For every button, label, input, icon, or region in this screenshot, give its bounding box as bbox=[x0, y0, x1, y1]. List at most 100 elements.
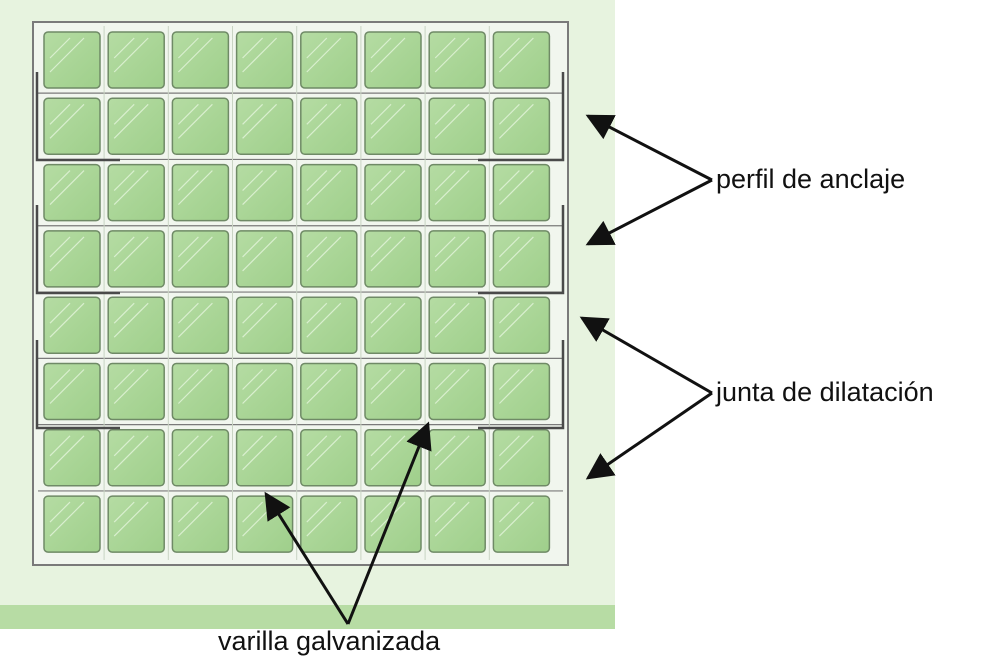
glass-block bbox=[107, 296, 165, 354]
glass-shine bbox=[498, 369, 520, 390]
glass-shine bbox=[113, 369, 135, 390]
glass-block bbox=[107, 230, 165, 288]
annotation-arrows bbox=[264, 114, 713, 625]
glass-shine bbox=[242, 435, 278, 471]
glass-shine bbox=[113, 369, 149, 404]
glass-shine bbox=[306, 501, 328, 523]
arrow-icon bbox=[585, 114, 713, 182]
glass-shine bbox=[370, 236, 406, 272]
glass-block bbox=[364, 97, 422, 156]
glass-shine bbox=[498, 435, 520, 457]
glass-shine bbox=[242, 103, 264, 125]
glass-shine bbox=[49, 501, 71, 523]
glass-shine bbox=[498, 37, 534, 73]
anchor-profile-left-1 bbox=[35, 72, 120, 162]
glass-shine bbox=[370, 369, 392, 390]
glass-block bbox=[43, 97, 101, 156]
glass-shine bbox=[177, 302, 213, 338]
glass-shine bbox=[113, 170, 135, 192]
glass-shine bbox=[434, 435, 456, 457]
glass-shine bbox=[113, 103, 149, 139]
galvanized-rods bbox=[38, 26, 563, 560]
glass-shine bbox=[113, 37, 135, 59]
glass-shine bbox=[306, 501, 342, 537]
glass-block bbox=[43, 362, 101, 421]
glass-shine bbox=[498, 369, 534, 404]
glass-shine bbox=[49, 302, 85, 338]
glass-block bbox=[364, 230, 422, 288]
glass-shine bbox=[177, 37, 213, 73]
glass-shine bbox=[434, 236, 470, 272]
glass-shine bbox=[306, 170, 342, 206]
glass-shine bbox=[242, 103, 278, 139]
glass-shine bbox=[242, 170, 278, 206]
glass-shine bbox=[177, 435, 199, 457]
glass-block bbox=[43, 163, 101, 222]
glass-shine bbox=[498, 501, 534, 537]
glass-block bbox=[235, 31, 294, 89]
glass-shine bbox=[49, 103, 85, 139]
glass-block bbox=[300, 296, 358, 354]
glass-shine bbox=[434, 37, 456, 59]
glass-shine bbox=[242, 37, 264, 59]
glass-block bbox=[107, 97, 165, 156]
glass-shine bbox=[49, 501, 85, 537]
arrow-icon bbox=[346, 421, 432, 625]
glass-shine bbox=[370, 103, 392, 125]
glass-shine bbox=[177, 501, 199, 523]
glass-shine bbox=[113, 37, 149, 73]
glass-shine bbox=[242, 302, 278, 338]
glass-shine bbox=[306, 369, 342, 404]
glass-shine bbox=[370, 435, 406, 471]
glass-shine bbox=[49, 369, 71, 390]
glass-shine bbox=[434, 170, 456, 192]
glass-shine bbox=[113, 236, 149, 272]
glass-shine bbox=[113, 302, 135, 324]
glass-shine bbox=[434, 369, 470, 404]
glass-block bbox=[235, 429, 294, 487]
glass-block bbox=[492, 362, 551, 421]
glass-block bbox=[364, 31, 422, 89]
anchor-profile-right-1 bbox=[478, 72, 565, 162]
glass-shine bbox=[370, 435, 392, 457]
glass-shine bbox=[177, 37, 199, 59]
glass-shine bbox=[113, 435, 135, 457]
glass-block bbox=[235, 296, 294, 354]
glass-block bbox=[43, 31, 101, 89]
glass-shine bbox=[434, 236, 456, 258]
glass-block bbox=[492, 97, 551, 156]
glass-shine bbox=[434, 369, 456, 390]
glass-block bbox=[107, 495, 165, 553]
glass-shine bbox=[434, 435, 470, 471]
glass-shine bbox=[177, 302, 199, 324]
label-varilla-galvanizada: varilla galvanizada bbox=[218, 626, 441, 656]
glass-shine bbox=[498, 37, 520, 59]
glass-block bbox=[107, 429, 165, 487]
glass-shine bbox=[306, 236, 342, 272]
glass-block bbox=[300, 230, 358, 288]
glass-shine bbox=[49, 435, 85, 471]
glass-shine bbox=[113, 103, 135, 125]
glass-block bbox=[171, 97, 230, 156]
glass-shine bbox=[113, 170, 149, 206]
glass-block bbox=[107, 163, 165, 222]
glass-shine bbox=[113, 236, 135, 258]
glass-shine bbox=[49, 170, 71, 192]
glass-block bbox=[364, 495, 422, 553]
label-perfil-de-anclaje: perfil de anclaje bbox=[716, 164, 906, 194]
anchor-profiles bbox=[35, 72, 565, 430]
glass-block bbox=[364, 429, 422, 487]
glass-shine bbox=[306, 302, 328, 324]
glass-shine bbox=[177, 103, 199, 125]
glass-block bbox=[428, 362, 486, 421]
glass-shine bbox=[306, 236, 328, 258]
glass-shine bbox=[498, 236, 520, 258]
glass-shine bbox=[177, 236, 213, 272]
glass-shine bbox=[242, 369, 264, 390]
label-junta-de-dilatacion: junta de dilatación bbox=[716, 377, 934, 407]
glass-shine bbox=[49, 435, 71, 457]
glass-block bbox=[171, 429, 230, 487]
glass-shine bbox=[370, 302, 392, 324]
glass-shine bbox=[49, 236, 85, 272]
